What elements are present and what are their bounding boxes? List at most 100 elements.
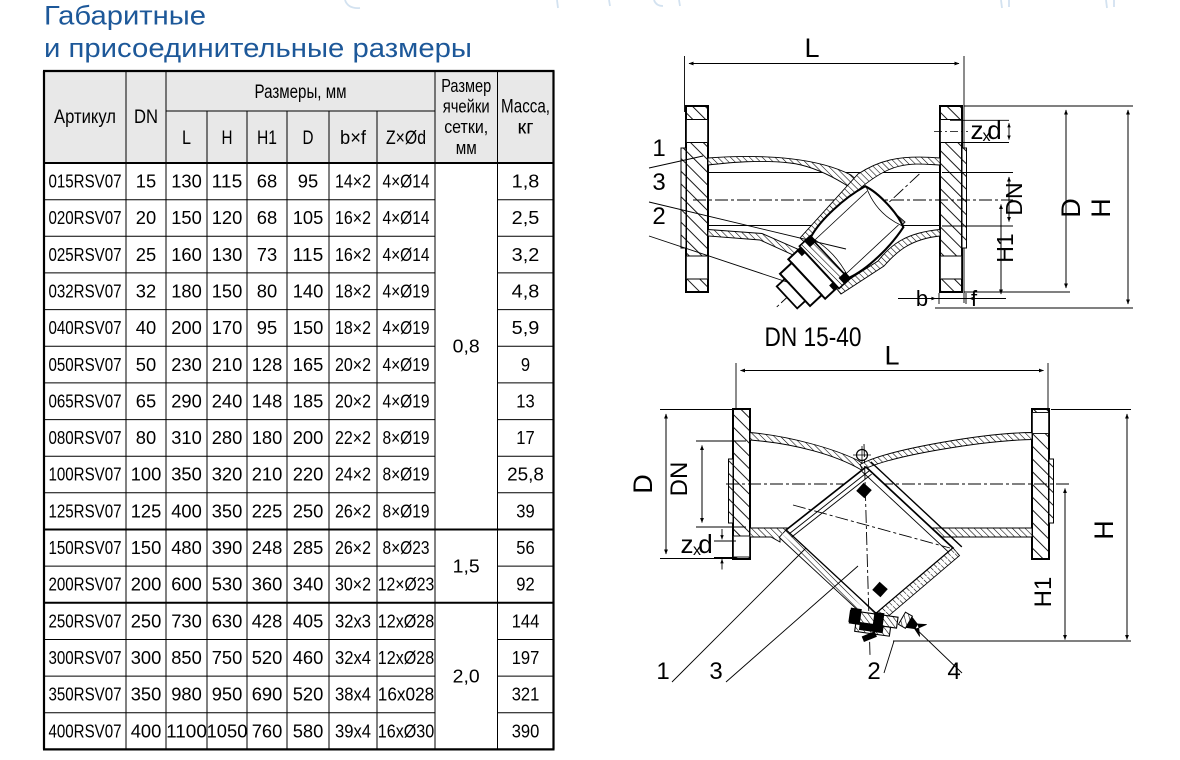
svg-text:428: 428	[252, 610, 283, 631]
svg-text:630: 630	[212, 610, 243, 631]
svg-text:Габаритные: Габаритные	[44, 1, 206, 31]
svg-text:040RSV07: 040RSV07	[49, 317, 122, 338]
svg-text:210: 210	[252, 464, 283, 485]
svg-text:39x4: 39x4	[335, 720, 371, 741]
svg-text:250: 250	[293, 500, 324, 521]
svg-text:480: 480	[171, 537, 202, 558]
svg-text:125: 125	[131, 500, 162, 521]
svg-text:150: 150	[131, 537, 162, 558]
svg-text:032RSV07: 032RSV07	[49, 281, 122, 302]
svg-text:13: 13	[516, 390, 534, 411]
svg-text:115: 115	[293, 244, 324, 265]
svg-text:197: 197	[512, 647, 540, 668]
svg-text:2: 2	[652, 203, 665, 230]
svg-text:18×2: 18×2	[335, 281, 371, 302]
svg-text:1: 1	[652, 135, 665, 162]
svg-text:L: L	[182, 128, 191, 149]
svg-text:16×2: 16×2	[335, 207, 371, 228]
svg-text:360: 360	[252, 574, 283, 595]
svg-text:2,0: 2,0	[453, 665, 480, 686]
svg-text:12xØ28: 12xØ28	[378, 610, 434, 631]
svg-text:8×Ø19: 8×Ø19	[383, 500, 430, 521]
svg-text:980: 980	[171, 684, 202, 705]
svg-text:400: 400	[171, 500, 202, 521]
svg-text:4×Ø19: 4×Ø19	[383, 390, 430, 411]
svg-text:200: 200	[131, 574, 162, 595]
svg-text:z: z	[971, 115, 984, 145]
svg-text:020RSV07: 020RSV07	[49, 207, 122, 228]
svg-text:185: 185	[293, 390, 324, 411]
svg-text:DN: DN	[134, 107, 158, 128]
svg-text:x: x	[693, 542, 701, 559]
svg-text:225: 225	[252, 500, 283, 521]
svg-text:17: 17	[516, 427, 534, 448]
svg-text:170: 170	[212, 317, 243, 338]
svg-text:180: 180	[252, 427, 283, 448]
svg-text:30×2: 30×2	[335, 574, 371, 595]
svg-text:z: z	[681, 529, 694, 559]
svg-text:25,8: 25,8	[507, 464, 544, 485]
svg-text:16xØ30: 16xØ30	[378, 720, 434, 741]
svg-text:015RSV07: 015RSV07	[49, 171, 122, 192]
svg-text:1050: 1050	[207, 720, 248, 741]
svg-text:350: 350	[131, 684, 162, 705]
svg-text:3: 3	[652, 169, 665, 196]
svg-text:130: 130	[212, 244, 243, 265]
svg-text:80: 80	[257, 281, 277, 302]
svg-text:24×2: 24×2	[335, 464, 371, 485]
svg-text:165: 165	[293, 354, 324, 375]
svg-text:1: 1	[656, 658, 669, 685]
svg-text:4×Ø19: 4×Ø19	[383, 354, 430, 375]
svg-text:320: 320	[212, 464, 243, 485]
svg-text:H1: H1	[992, 233, 1018, 262]
svg-text:144: 144	[512, 610, 540, 631]
svg-text:14×2: 14×2	[335, 171, 371, 192]
svg-text:32x4: 32x4	[335, 647, 371, 668]
svg-text:760: 760	[252, 720, 283, 741]
svg-text:Размер: Размер	[441, 76, 491, 96]
svg-text:100: 100	[131, 464, 162, 485]
svg-text:148: 148	[252, 390, 283, 411]
svg-text:100RSV07: 100RSV07	[49, 464, 122, 485]
svg-text:DN: DN	[666, 462, 693, 497]
svg-text:39: 39	[516, 500, 534, 521]
svg-text:250RSV07: 250RSV07	[49, 610, 122, 631]
svg-text:390: 390	[512, 720, 540, 741]
svg-text:050RSV07: 050RSV07	[49, 354, 122, 375]
svg-text:160: 160	[171, 244, 202, 265]
svg-text:4,8: 4,8	[512, 281, 540, 302]
svg-text:15: 15	[136, 171, 156, 192]
svg-text:2: 2	[867, 658, 880, 685]
svg-text:321: 321	[512, 684, 540, 705]
svg-text:250: 250	[131, 610, 162, 631]
svg-text:128: 128	[252, 354, 283, 375]
svg-text:400RSV07: 400RSV07	[49, 720, 122, 741]
svg-text:26×2: 26×2	[335, 537, 371, 558]
svg-text:390: 390	[212, 537, 243, 558]
svg-text:12×Ø23: 12×Ø23	[378, 574, 434, 595]
svg-text:кг: кг	[518, 118, 534, 139]
svg-text:125RSV07: 125RSV07	[49, 500, 122, 521]
svg-text:Размеры, мм: Размеры, мм	[255, 82, 347, 103]
svg-text:20×2: 20×2	[335, 354, 371, 375]
svg-text:H: H	[1089, 520, 1119, 540]
svg-text:Z×Ød: Z×Ød	[386, 128, 426, 149]
svg-text:38x4: 38x4	[335, 684, 371, 705]
svg-text:105: 105	[293, 207, 324, 228]
svg-text:520: 520	[252, 647, 283, 668]
svg-text:248: 248	[252, 537, 283, 558]
svg-text:4: 4	[947, 658, 960, 685]
svg-text:95: 95	[257, 317, 277, 338]
svg-text:200RSV07: 200RSV07	[49, 574, 122, 595]
svg-text:3,2: 3,2	[512, 244, 540, 265]
svg-text:D: D	[628, 474, 658, 494]
svg-text:180: 180	[171, 281, 202, 302]
svg-text:D: D	[1056, 198, 1086, 218]
svg-text:200: 200	[171, 317, 202, 338]
svg-text:2,5: 2,5	[512, 207, 540, 228]
svg-text:32: 32	[136, 281, 156, 302]
svg-text:1,5: 1,5	[453, 555, 480, 576]
svg-text:080RSV07: 080RSV07	[49, 427, 122, 448]
svg-text:310: 310	[171, 427, 202, 448]
svg-text:95: 95	[298, 171, 318, 192]
